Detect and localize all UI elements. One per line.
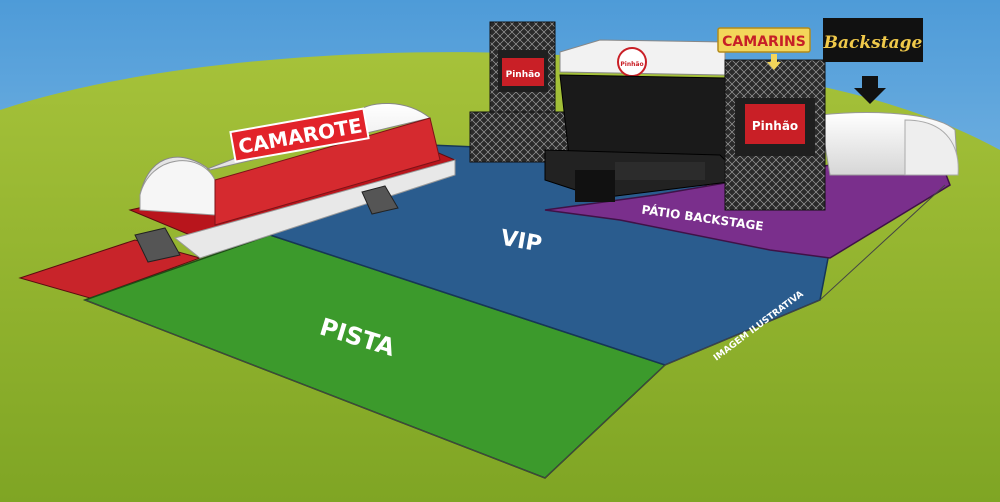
left-stage-brand: Pinhão [506,70,541,80]
patio-backstage-zone[interactable] [544,164,951,259]
camarins-sign: CAMARINS [717,27,811,53]
right-stage-brand: Pinhão [752,119,798,133]
stage-front-block [575,170,615,202]
camarote-stairs-left [134,227,181,263]
camarote-stairs-right [361,185,399,215]
right-stage-logo [745,104,805,144]
camarote-base [173,159,456,259]
camarins-sign-text: CAMARINS [722,34,806,50]
roof-brand: Pinhão [620,61,643,68]
backstage-sign-text: Backstage [823,33,923,53]
left-stage-logo [502,58,544,86]
backstage-tent-end [904,119,959,176]
arrow-down-icon [854,76,886,104]
fence [664,184,946,366]
backstage-sign: Backstage [823,18,923,62]
stage-runway [615,162,705,180]
arrow-down-icon [767,54,781,70]
fence [84,299,666,479]
